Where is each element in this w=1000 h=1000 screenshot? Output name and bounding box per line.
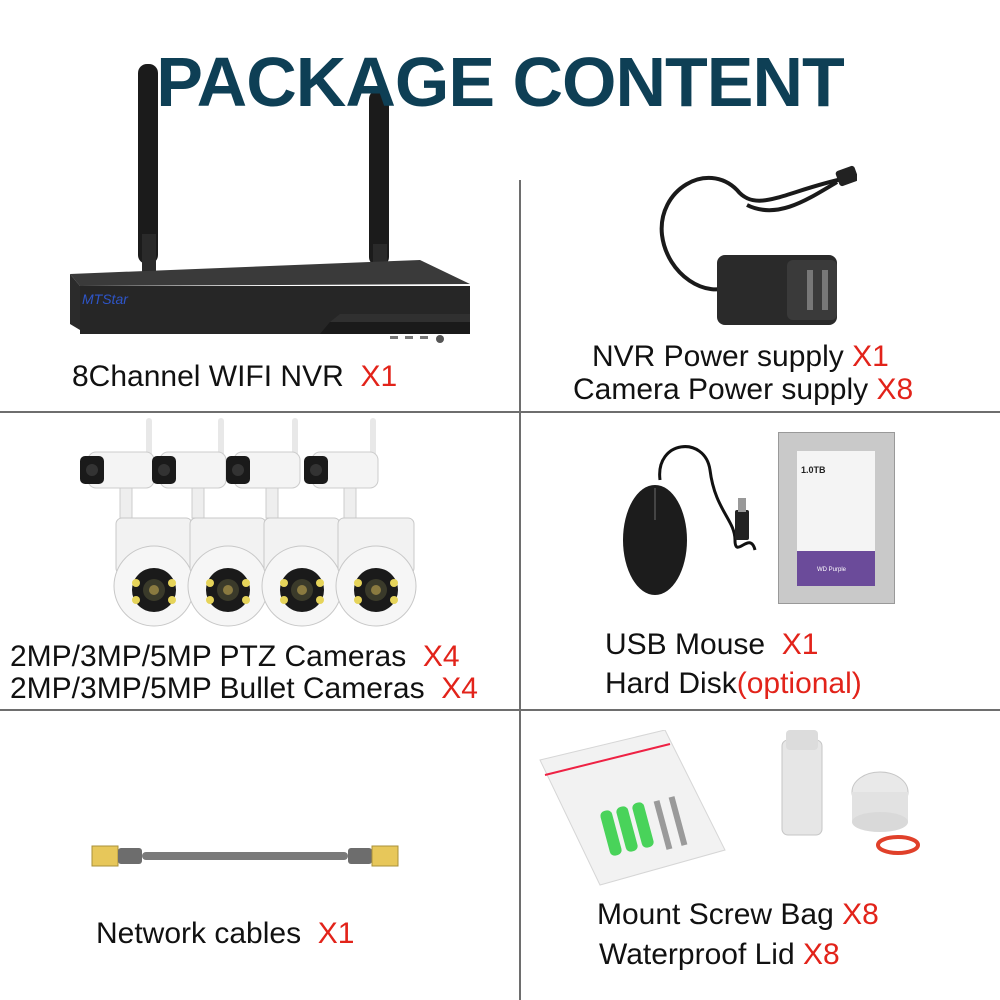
network-cable-text: Network cables [96, 917, 302, 950]
ptz-cameras-text: 2MP/3MP/5MP PTZ Cameras [10, 640, 407, 673]
network-cable-qty: X1 [317, 917, 355, 950]
ptz-cameras-label: 2MP/3MP/5MP PTZ Cameras X4 [10, 640, 460, 674]
network-cable-label: Network cables X1 [96, 917, 354, 951]
screw-bag-qty: X8 [842, 898, 879, 931]
divider-column [519, 180, 521, 1000]
camera-power-label: Camera Power supply X8 [573, 373, 913, 407]
page-title: PACKAGE CONTENT [156, 43, 845, 121]
divider-row-2 [0, 709, 1000, 711]
hard-disk-label-sticker: 1.0TB WD Purple [797, 451, 875, 586]
camera-power-text: Camera Power supply [573, 373, 869, 406]
waterproof-lid-image [781, 730, 920, 855]
camera-power-qty: X8 [876, 373, 914, 406]
network-cable-image [91, 845, 399, 867]
bullet-cameras-qty: X4 [441, 672, 478, 705]
power-adapter-image [659, 165, 857, 325]
nvr-label: 8Channel WIFI NVR X1 [72, 360, 397, 394]
nvr-image: MTStar [70, 64, 470, 343]
nvr-text: 8Channel WIFI NVR [72, 360, 344, 393]
waterproof-lid-label: Waterproof Lid X8 [599, 938, 840, 972]
hard-disk-image: 1.0TB WD Purple [778, 432, 895, 604]
nvr-qty: X1 [360, 360, 398, 393]
ptz-cameras-qty: X4 [422, 640, 460, 673]
nvr-power-qty: X1 [852, 340, 889, 373]
nvr-power-text: NVR Power supply [592, 340, 844, 373]
hard-disk-badge: WD Purple [817, 567, 847, 573]
divider-row-1 [0, 411, 1000, 413]
hard-disk-qty: (optional) [736, 667, 862, 700]
usb-mouse-text: USB Mouse [605, 628, 766, 661]
hard-disk-label: Hard Disk(optional) [605, 667, 862, 701]
waterproof-lid-qty: X8 [803, 938, 840, 971]
bullet-cameras-text: 2MP/3MP/5MP Bullet Cameras [10, 672, 425, 705]
screw-bag-text: Mount Screw Bag [597, 898, 834, 931]
hard-disk-text: Hard Disk [605, 667, 737, 700]
hard-disk-purple-band: WD Purple [797, 551, 875, 586]
cameras-image [80, 418, 417, 627]
usb-mouse-label: USB Mouse X1 [605, 628, 818, 662]
bullet-cameras-label: 2MP/3MP/5MP Bullet Cameras X4 [10, 672, 478, 706]
screw-bag-label: Mount Screw Bag X8 [597, 898, 879, 932]
usb-mouse-qty: X1 [781, 628, 819, 661]
nvr-power-label: NVR Power supply X1 [592, 340, 889, 374]
screw-bag-image [539, 730, 726, 886]
usb-mouse-image [623, 445, 757, 595]
waterproof-lid-text: Waterproof Lid [599, 938, 795, 971]
hard-disk-capacity: 1.0TB [801, 465, 826, 475]
nvr-brand-logo: MTStar [82, 291, 129, 307]
